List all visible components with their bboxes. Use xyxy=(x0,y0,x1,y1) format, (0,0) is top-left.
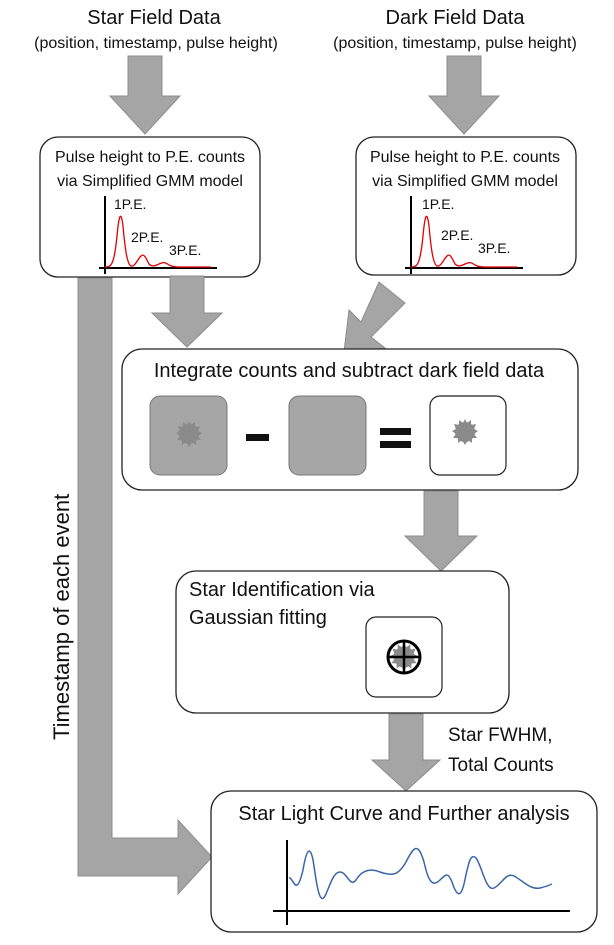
dark-peak-1: 1P.E. xyxy=(422,196,454,212)
dark-peak-2: 2P.E. xyxy=(441,227,473,243)
star-peak-3: 3P.E. xyxy=(169,242,201,258)
identification-line2: Gaussian fitting xyxy=(189,607,327,629)
minus-sign xyxy=(246,434,269,441)
dark-field-subtitle: (position, timestamp, pulse height) xyxy=(333,35,577,52)
dark-field-tile xyxy=(288,395,367,476)
dark-input-arrow xyxy=(427,55,501,135)
equals-top xyxy=(380,428,411,435)
integrate-box: Integrate counts and subtract dark field… xyxy=(121,348,579,491)
fwhm-label-line1: Star FWHM, xyxy=(448,725,553,746)
lightcurve-title: Star Light Curve and Further analysis xyxy=(238,803,569,825)
light-curve-line xyxy=(288,847,553,899)
star-peak-2: 2P.E. xyxy=(131,229,163,245)
star-gmm-box: Pulse height to P.E. counts via Simplifi… xyxy=(39,136,261,278)
integrate-title: Integrate counts and subtract dark field… xyxy=(154,360,545,382)
star-field-title: Star Field Data xyxy=(87,7,221,29)
star-input-arrow xyxy=(108,55,182,135)
lightcurve-box: Star Light Curve and Further analysis xyxy=(210,790,598,933)
crosshair-icon xyxy=(386,639,422,675)
dark-field-title: Dark Field Data xyxy=(386,7,526,29)
identification-line1: Star Identification via xyxy=(189,579,376,601)
star-gmm-line2: via Simplified GMM model xyxy=(57,173,243,190)
identification-to-lightcurve-arrow xyxy=(370,713,442,792)
fwhm-label-line2: Total Counts xyxy=(448,755,554,776)
integrate-to-identification-arrow xyxy=(403,490,479,572)
dark-to-integrate-arrow xyxy=(343,281,406,353)
star-gmm-line1: Pulse height to P.E. counts xyxy=(55,149,245,166)
star-to-integrate-arrow xyxy=(150,275,224,348)
timestamp-arrow xyxy=(77,277,213,896)
star-field-subtitle: (position, timestamp, pulse height) xyxy=(34,35,278,52)
identification-box: Star Identification via Gaussian fitting xyxy=(175,570,510,714)
timestamp-label: Timestamp of each event xyxy=(49,494,74,740)
dark-peak-3: 3P.E. xyxy=(478,240,510,256)
dark-gmm-line1: Pulse height to P.E. counts xyxy=(370,149,560,166)
star-peak-1: 1P.E. xyxy=(114,196,146,212)
dark-gmm-line2: via Simplified GMM model xyxy=(372,173,558,190)
equals-bottom xyxy=(380,441,411,448)
dark-gmm-box: Pulse height to P.E. counts via Simplifi… xyxy=(355,136,577,276)
